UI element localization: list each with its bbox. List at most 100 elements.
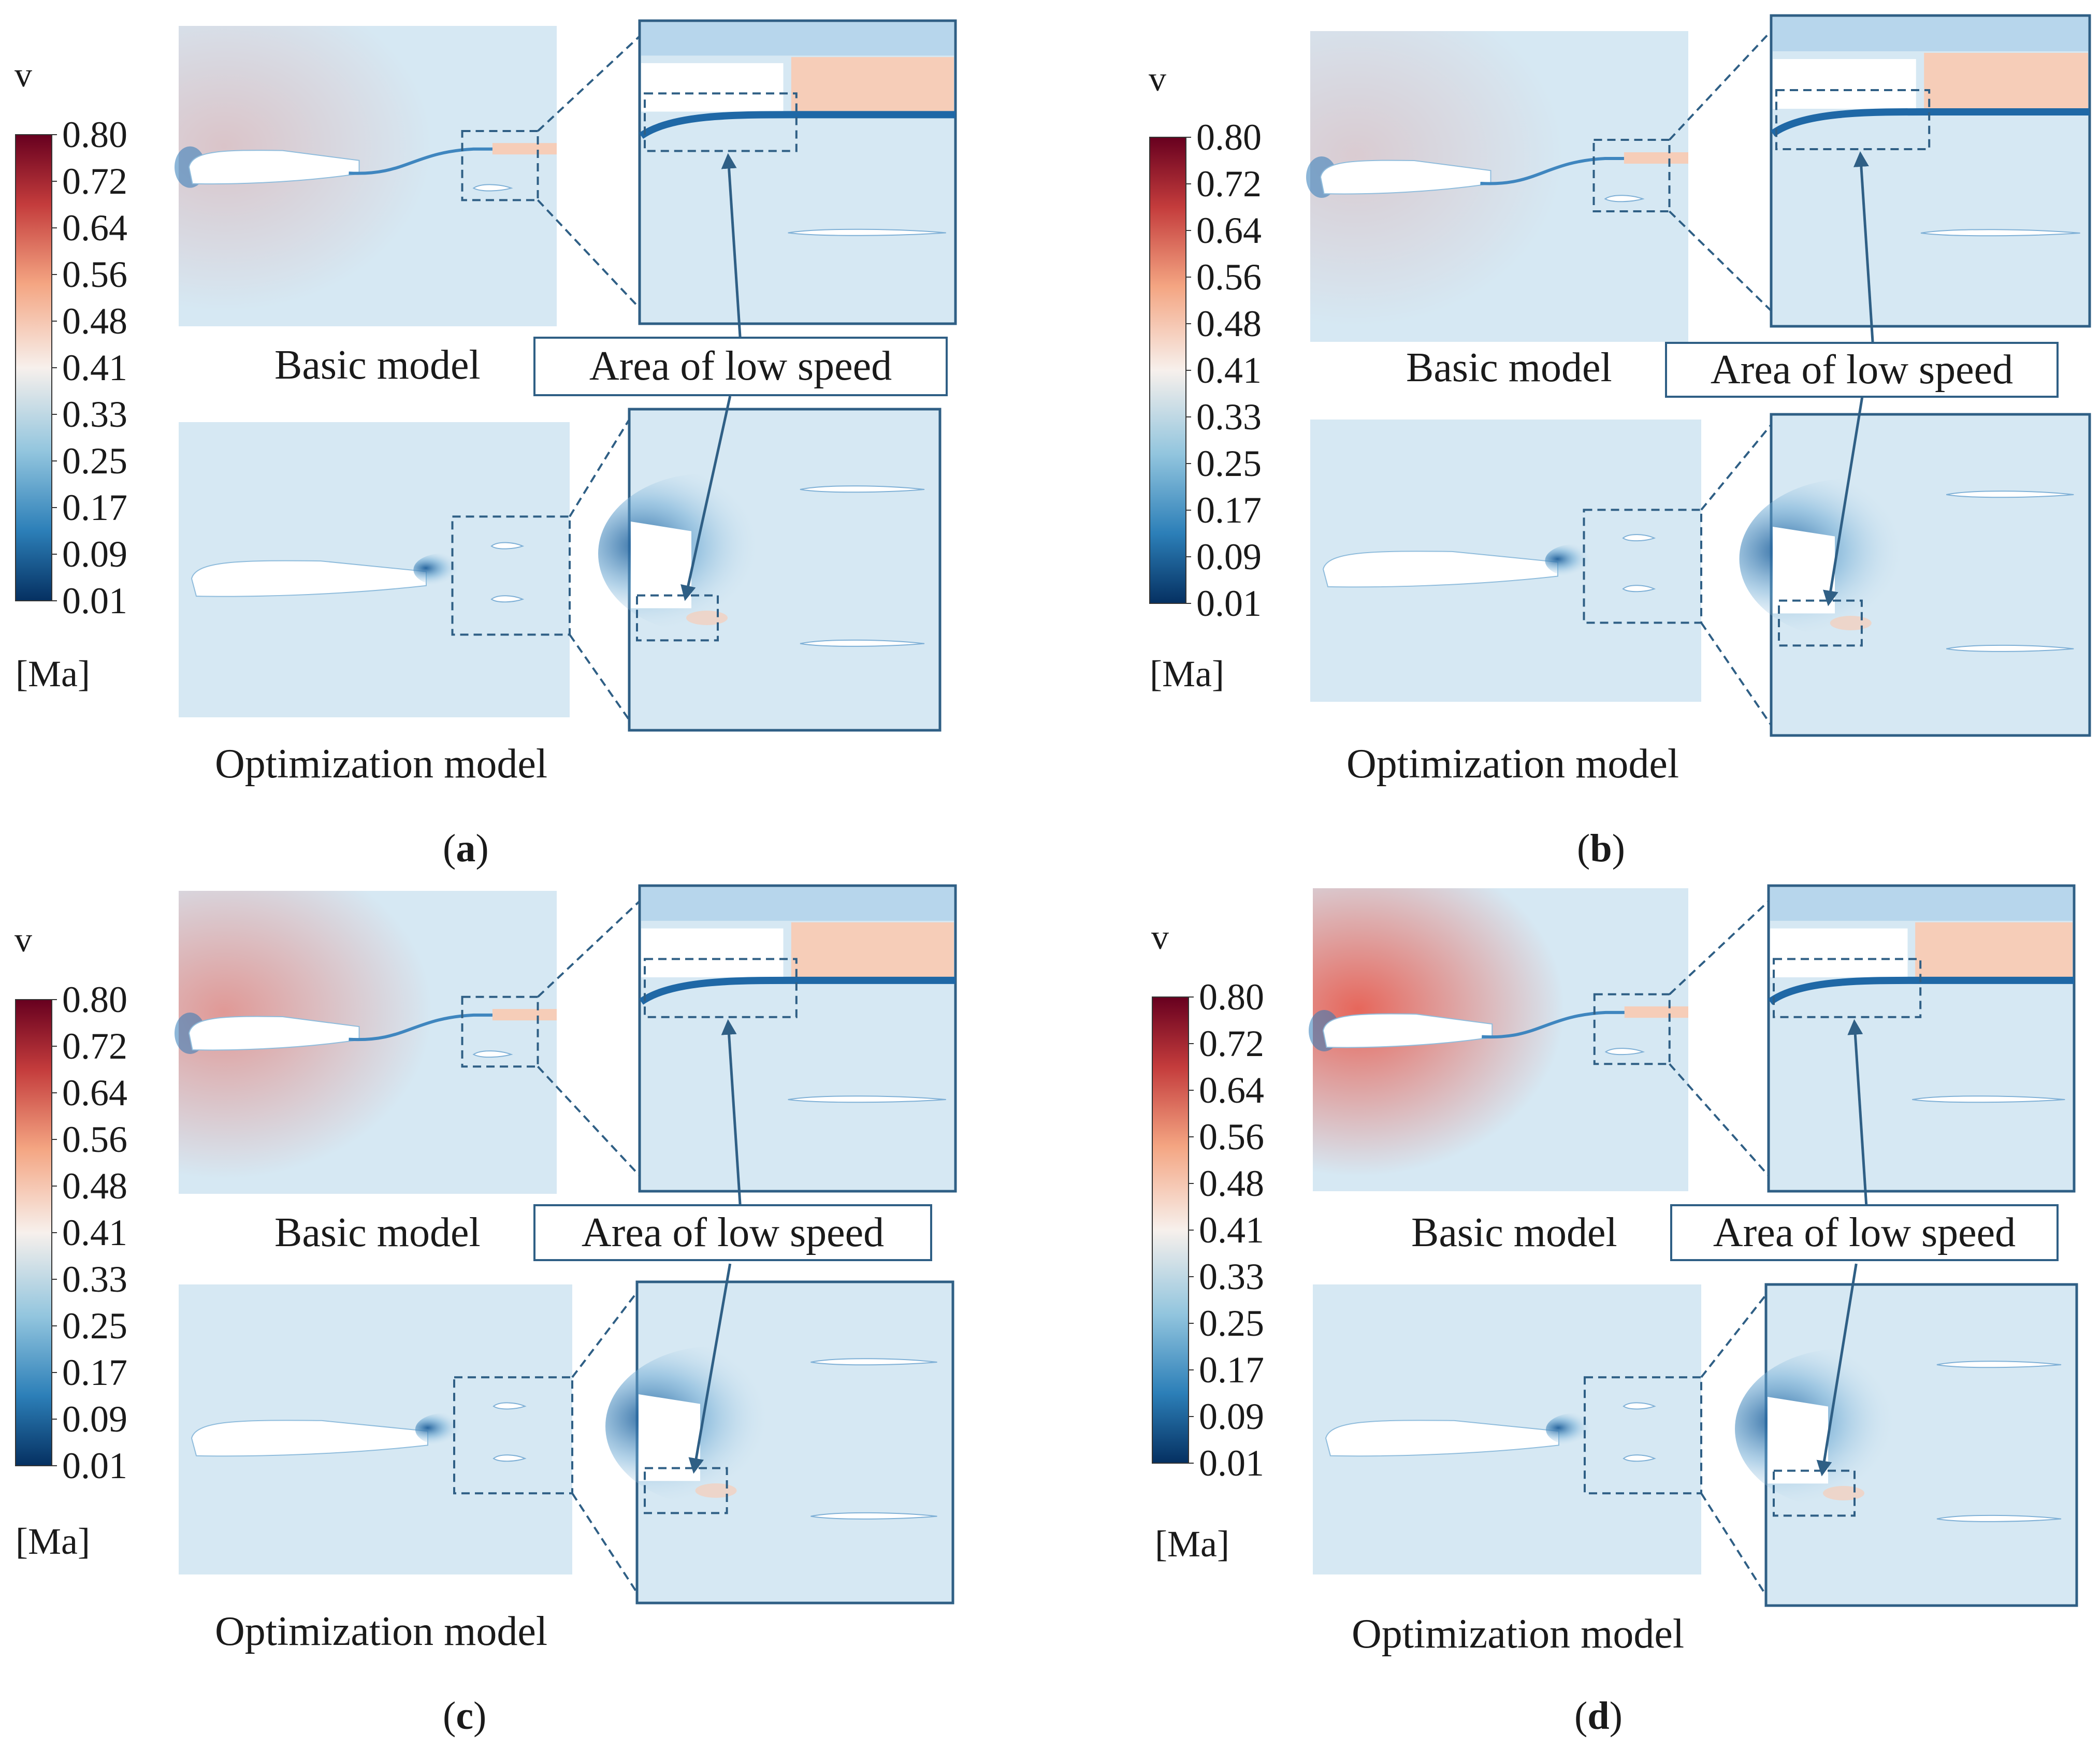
- opt-wake: [1546, 1413, 1608, 1446]
- colorbar-tick-label: 0.01: [62, 1445, 127, 1486]
- basic-wake: [1482, 1010, 1688, 1039]
- arrow-to-basic-low-speed: [721, 1019, 742, 1210]
- basic-high-region: [492, 143, 557, 155]
- panel-caption-c: (c): [443, 1694, 487, 1738]
- opt-zoom-high-spot: [695, 1483, 737, 1498]
- colorbar-tick-label: 0.72: [1199, 1023, 1264, 1064]
- colorbar-tick-label: 0.72: [1196, 163, 1262, 205]
- zoom-connector: [569, 634, 630, 721]
- colorbar-tick-label: 0.72: [62, 161, 127, 202]
- colorbar-tick-label: 0.64: [62, 1072, 127, 1114]
- colorbar-tick-label: 0.56: [1199, 1116, 1264, 1158]
- colorbar: [15, 134, 52, 601]
- opt-flap-foil-upper: [1622, 534, 1656, 542]
- zoom-connector: [1700, 1294, 1767, 1378]
- basic-zoom-shear-layer: [639, 111, 955, 139]
- zoom-connector: [1700, 1493, 1767, 1596]
- opt-flap-foil-lower: [493, 1454, 527, 1462]
- opt-zoom-flap-lower: [800, 639, 925, 647]
- colorbar-symbol: v: [1151, 917, 1169, 957]
- colorbar-tick-label: 0.09: [1196, 536, 1262, 577]
- low-speed-label: Area of low speed: [1670, 1204, 2059, 1261]
- basic-wake: [349, 147, 557, 175]
- arrow-to-opt-low-speed: [1816, 1263, 1858, 1477]
- basic-low-speed-marker: [1775, 89, 1931, 150]
- basic-zoom-shear-layer: [1768, 976, 2074, 1005]
- basic-zoom-gap: [1773, 59, 1916, 109]
- colorbar-tick-label: 0.80: [1199, 976, 1264, 1018]
- colorbar-tick-label: 0.17: [62, 1352, 127, 1393]
- colorbar-tick-label: 0.25: [1199, 1303, 1264, 1344]
- basic-zoom-flap-foil: [1920, 229, 2080, 237]
- opt-zoom-trailing-edge: [639, 1394, 700, 1481]
- arrow-to-basic-low-speed: [1853, 151, 1874, 342]
- zoom-connector: [537, 199, 641, 309]
- colorbar-tick-label: 0.09: [1199, 1396, 1264, 1437]
- zoom-connector: [1669, 210, 1772, 312]
- zoom-connector: [537, 900, 641, 998]
- basic-zoom-flap-foil: [788, 1095, 946, 1103]
- colorbar-tick-label: 0.01: [62, 580, 127, 622]
- zoom-connector: [1700, 424, 1772, 511]
- opt-zoom-high-spot: [1823, 1486, 1864, 1500]
- colorbar-tick-label: 0.56: [1196, 256, 1262, 298]
- colorbar-tick-label: 0.41: [1199, 1209, 1264, 1251]
- basic-zoom-top-band: [641, 887, 954, 921]
- opt-zoom-marker: [453, 1376, 573, 1495]
- basic-high-region: [492, 1009, 557, 1021]
- low-speed-label: Area of low speed: [533, 1204, 932, 1261]
- opt-flap-foil-upper: [490, 542, 525, 550]
- arrow-to-opt-low-speed: [688, 1263, 732, 1474]
- colorbar: [15, 999, 52, 1466]
- opt-zoom-flap-upper: [1936, 1361, 2062, 1368]
- colorbar-tick-label: 0.48: [62, 300, 127, 342]
- panel-caption-a: (a): [443, 827, 489, 870]
- zoom-connector: [537, 35, 641, 132]
- flow-figure: 0.800.720.640.560.480.410.330.250.170.09…: [1149, 14, 2091, 737]
- basic-zoom-shear-layer: [1770, 108, 2090, 137]
- colorbar-tick-label: 0.33: [62, 394, 127, 435]
- opt-flap-foil-lower: [1623, 1454, 1656, 1462]
- basic-zoom-high-region: [1924, 53, 2088, 115]
- basic-wake: [349, 1013, 557, 1042]
- colorbar-tick-label: 0.17: [1196, 489, 1262, 531]
- airfoil: [1322, 551, 1558, 588]
- basic-zoom-marker: [461, 995, 539, 1068]
- optimization-model-label: Optimization model: [215, 741, 548, 787]
- flow-figure: 0.800.720.640.560.480.410.330.250.170.09…: [1152, 884, 2078, 1607]
- colorbar-tick-label: 0.64: [1196, 210, 1262, 251]
- zoom-connector: [1700, 622, 1772, 726]
- zoom-connector: [1669, 900, 1770, 995]
- panel-caption-d: (d): [1574, 1694, 1623, 1738]
- opt-flap-foil-lower: [490, 595, 525, 603]
- basic-model-label: Basic model: [274, 342, 481, 388]
- colorbar-unit: [Ma]: [1155, 1523, 1229, 1565]
- basic-zoom-marker: [1592, 139, 1671, 212]
- colorbar-tick-label: 0.25: [62, 1305, 127, 1347]
- colorbar-symbol: v: [1149, 59, 1166, 98]
- colorbar-tick-label: 0.01: [1196, 583, 1262, 624]
- basic-low-speed-marker: [644, 958, 798, 1018]
- opt-zoom-flap-lower: [810, 1512, 937, 1520]
- opt-zoom-flap-lower: [1936, 1514, 2062, 1522]
- zoom-connector: [571, 1291, 638, 1378]
- colorbar-symbol: v: [15, 55, 32, 94]
- opt-flap-foil-upper: [493, 1402, 527, 1410]
- basic-low-speed-marker: [644, 92, 798, 152]
- opt-zoom-trailing-edge: [631, 522, 691, 609]
- colorbar-tick-label: 0.64: [62, 207, 127, 249]
- opt-zoom-trailing-edge: [1768, 1397, 1828, 1484]
- opt-zoom-marker: [1583, 509, 1702, 624]
- opt-zoom-flap-upper: [1946, 490, 2074, 498]
- colorbar-tick-label: 0.01: [1199, 1442, 1264, 1484]
- airfoil: [191, 1420, 428, 1457]
- colorbar-tick-label: 0.09: [62, 1398, 127, 1440]
- optimization-model-label: Optimization model: [215, 1609, 548, 1654]
- colorbar-tick-label: 0.56: [62, 254, 127, 295]
- basic-high-region: [1624, 152, 1688, 164]
- colorbar-tick-label: 0.33: [1199, 1256, 1264, 1297]
- zoom-connector: [1669, 1063, 1770, 1177]
- opt-wake: [413, 553, 476, 586]
